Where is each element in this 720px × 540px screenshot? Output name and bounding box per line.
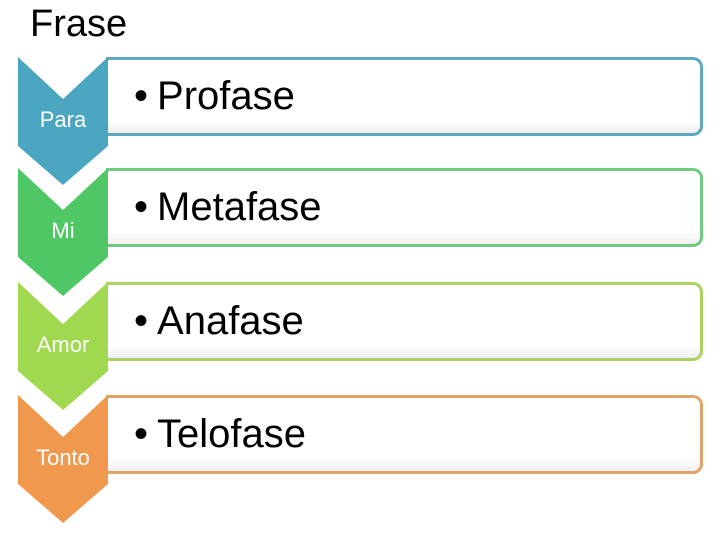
- item-bar: • Anafase: [106, 282, 703, 361]
- chevron-down-icon: [18, 57, 108, 185]
- chevron-down-icon: [18, 168, 108, 296]
- item-bar: • Telofase: [106, 395, 703, 474]
- item-label: Profase: [157, 74, 295, 118]
- arrow-label: Mi: [51, 218, 75, 243]
- item-bar: • Profase: [106, 57, 703, 136]
- list-row: • Metafase Mi: [0, 168, 720, 298]
- chevron-down-icon: [18, 395, 108, 523]
- bullet-icon: •: [134, 74, 149, 118]
- list-row: • Anafase Amor: [0, 282, 720, 412]
- item-text: • Profase: [134, 74, 295, 119]
- item-label: Telofase: [157, 412, 306, 456]
- arrow-label: Amor: [36, 332, 90, 357]
- item-label: Anafase: [157, 299, 304, 343]
- chevron-down-icon: [18, 282, 108, 410]
- bullet-icon: •: [134, 185, 149, 229]
- item-bar: • Metafase: [106, 168, 703, 247]
- item-text: • Metafase: [134, 185, 322, 230]
- item-label: Metafase: [157, 185, 322, 229]
- page-title: Frase: [30, 3, 128, 45]
- arrow-label: Para: [39, 107, 87, 132]
- list-row: • Telofase Tonto: [0, 395, 720, 525]
- bullet-icon: •: [134, 412, 149, 456]
- bullet-icon: •: [134, 299, 149, 343]
- item-text: • Telofase: [134, 412, 306, 457]
- list-row: • Profase Para: [0, 57, 720, 187]
- item-text: • Anafase: [134, 299, 304, 344]
- arrow-label: Tonto: [36, 445, 90, 470]
